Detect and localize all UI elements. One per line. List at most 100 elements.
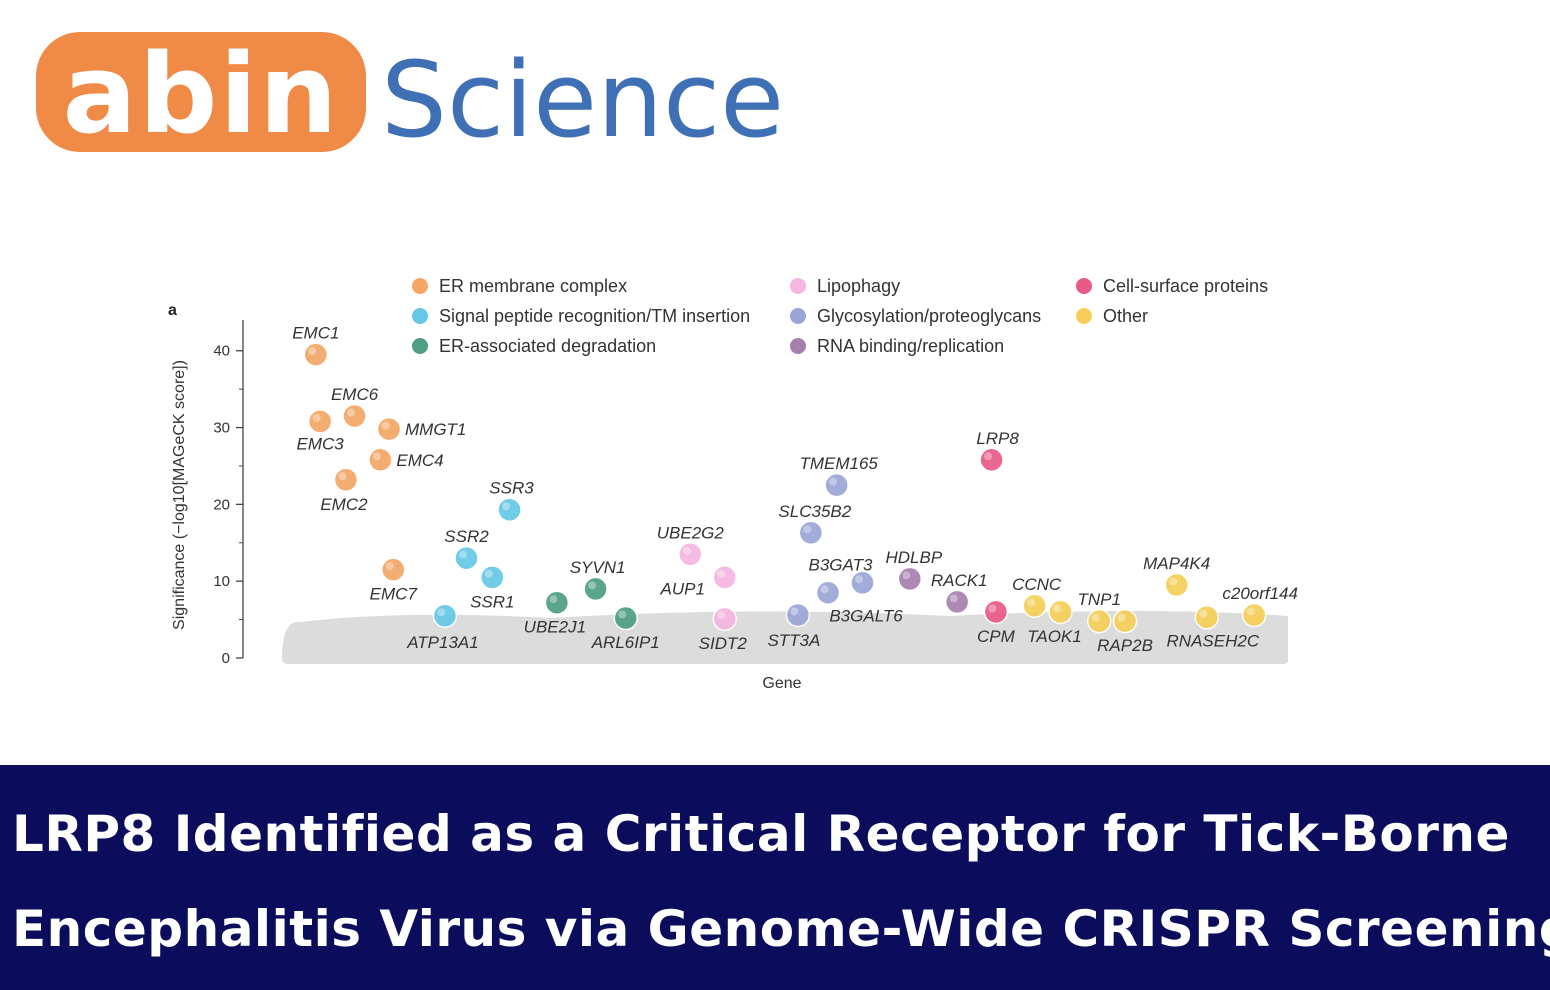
gene-label: RAP2B	[1097, 636, 1153, 655]
point-marker	[333, 467, 359, 493]
point-highlight	[385, 562, 394, 571]
legend-label: Cell-surface proteins	[1103, 276, 1268, 296]
gene-label: B3GAT3	[809, 556, 873, 575]
gene-label: STT3A	[767, 631, 820, 650]
point-highlight	[308, 347, 317, 356]
gene-point-rnaseh2c: RNASEH2C	[1167, 605, 1260, 650]
gene-label: EMC6	[331, 385, 379, 404]
point-highlight	[347, 408, 356, 417]
point-highlight	[1052, 604, 1061, 613]
point-marker	[480, 565, 505, 590]
point-marker	[583, 576, 608, 602]
gene-label: EMC4	[396, 451, 443, 470]
logo-science-text: Science	[381, 39, 784, 158]
gene-point-emc1: EMC1	[292, 324, 339, 367]
gene-label: ARL6IP1	[591, 633, 660, 652]
gene-label: CPM	[977, 627, 1016, 646]
legend-swatch	[790, 338, 806, 354]
gene-label: SSR2	[444, 527, 489, 546]
gene-label: UBE2G2	[657, 523, 725, 542]
gene-label: SYVN1	[570, 558, 626, 577]
point-highlight	[984, 452, 993, 461]
point-marker	[1022, 593, 1047, 619]
legend-label: Signal peptide recognition/TM insertion	[439, 306, 750, 326]
gene-point-ube2j1: UBE2J1	[524, 590, 586, 637]
point-marker	[712, 565, 737, 590]
gene-label: SLC35B2	[778, 502, 851, 521]
point-marker	[432, 603, 458, 628]
gene-point-b3gat3: B3GAT3	[809, 556, 875, 595]
legend-label: Lipophagy	[817, 276, 900, 296]
point-marker	[544, 590, 570, 615]
gene-label: EMC3	[297, 434, 345, 453]
point-highlight	[1246, 607, 1255, 616]
gene-point-slc35b2: SLC35B2	[778, 502, 852, 546]
gene-label: RNASEH2C	[1167, 631, 1260, 650]
point-marker	[785, 602, 811, 628]
point-highlight	[1117, 613, 1126, 622]
headline-line-2: Encephalitis Virus via Genome-Wide CRISP…	[12, 900, 1550, 958]
point-highlight	[502, 502, 511, 511]
point-marker	[678, 542, 703, 567]
gene-point-taok1: TAOK1	[1027, 599, 1082, 646]
legend-swatch	[412, 278, 428, 294]
point-marker	[944, 589, 970, 615]
background-noise-band	[282, 611, 1288, 664]
gene-label: SSR3	[489, 479, 534, 498]
point-marker	[798, 520, 824, 546]
gene-point-b3galt6: B3GALT6	[815, 580, 903, 626]
gene-label: TNP1	[1077, 590, 1120, 609]
gene-point-mmgt1: MMGT1	[376, 416, 466, 442]
gene-point-tmem165: TMEM165	[799, 454, 878, 498]
gene-point-map4k4: MAP4K4	[1143, 554, 1210, 598]
logo-orange-box	[36, 32, 366, 152]
gene-point-cpm: CPM	[977, 599, 1016, 646]
point-highlight	[549, 595, 558, 604]
legend-swatch	[412, 308, 428, 324]
gene-point-ssr3: SSR3	[489, 479, 534, 522]
gene-point-hdlbp: HDLBP	[885, 548, 943, 592]
point-marker	[368, 447, 393, 473]
y-axis-title: Significance (−log10[MAGeCK score])	[171, 360, 188, 630]
point-highlight	[682, 546, 691, 555]
point-highlight	[372, 452, 381, 461]
point-marker	[983, 599, 1009, 625]
legend-swatch	[412, 338, 428, 354]
point-marker	[1048, 599, 1073, 625]
point-highlight	[803, 525, 812, 534]
point-marker	[454, 545, 479, 571]
headline-line-1: LRP8 Identified as a Critical Receptor f…	[12, 805, 1510, 863]
point-marker	[850, 570, 875, 595]
legend-label: Glycosylation/proteoglycans	[817, 306, 1041, 326]
point-highlight	[1027, 598, 1036, 607]
gene-point-emc6: EMC6	[331, 385, 379, 429]
point-marker	[1241, 602, 1267, 628]
gene-point-emc7: EMC7	[370, 557, 418, 604]
y-tick-label: 0	[222, 650, 230, 667]
gene-label: c20orf144	[1222, 584, 1298, 603]
point-highlight	[484, 569, 493, 578]
gene-label: EMC7	[370, 585, 418, 604]
gene-point-ccnc: CCNC	[1012, 575, 1062, 619]
gene-point-rack1: RACK1	[931, 571, 988, 615]
point-highlight	[790, 607, 799, 616]
gene-point-aup1: AUP1	[660, 565, 737, 598]
point-marker	[824, 472, 849, 498]
gene-label: MAP4K4	[1143, 554, 1210, 573]
gene-label: LRP8	[976, 429, 1019, 448]
point-highlight	[381, 421, 390, 430]
gene-label: ATP13A1	[406, 633, 479, 652]
point-marker	[1112, 608, 1138, 634]
gene-label: AUP1	[660, 579, 705, 598]
gene-label: SSR1	[470, 592, 514, 611]
gene-point-stt3a: STT3A	[767, 602, 820, 650]
gene-label: CCNC	[1012, 575, 1062, 594]
legend-label: ER-associated degradation	[439, 336, 656, 356]
legend-swatch	[790, 278, 806, 294]
point-highlight	[437, 608, 446, 617]
point-marker	[1164, 572, 1189, 598]
point-highlight	[949, 594, 958, 603]
gene-label: EMC1	[292, 324, 339, 343]
